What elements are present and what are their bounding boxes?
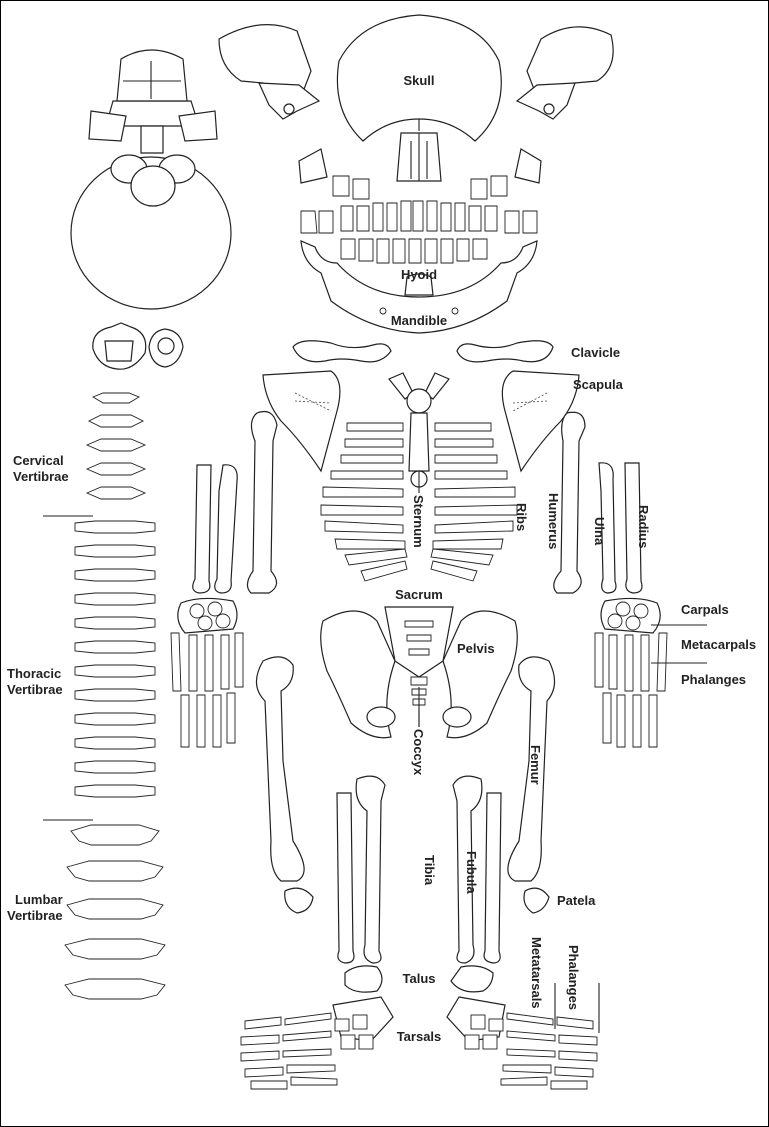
label-mandible: Mandible: [391, 313, 447, 328]
label-metacarpals: Metacarpals: [681, 637, 756, 652]
label-carpals: Carpals: [681, 602, 729, 617]
label-ribs: Ribs: [514, 503, 529, 531]
label-coccyx: Coccyx: [411, 729, 426, 776]
label-humerus: Humerus: [546, 493, 561, 549]
skull: [219, 15, 613, 183]
label-thoracic-2: Vertibrae: [7, 682, 63, 697]
label-scapula: Scapula: [573, 377, 624, 392]
label-fubula: Fubula: [464, 851, 479, 894]
femurs: [256, 657, 554, 881]
label-phalanges-foot: Phalanges: [566, 945, 581, 1010]
skull-base-view: [71, 50, 231, 309]
label-skull: Skull: [403, 73, 434, 88]
left-arm: [193, 412, 277, 594]
label-phalanges-hand: Phalanges: [681, 672, 746, 687]
atlas-axis: [93, 323, 183, 369]
patellae: [285, 888, 549, 913]
label-hyoid: Hyoid: [401, 267, 437, 282]
label-sacrum: Sacrum: [395, 587, 443, 602]
label-radius: Radius: [636, 505, 651, 548]
label-tarsals: Tarsals: [397, 1029, 442, 1044]
left-hand: [171, 598, 243, 747]
label-sternum: Sternum: [411, 495, 426, 548]
label-patela: Patela: [557, 893, 596, 908]
clavicles: [293, 341, 553, 362]
right-hand: [595, 598, 667, 747]
right-foot: [447, 997, 597, 1089]
thoracic-vertebrae: [75, 521, 155, 797]
right-arm: [554, 412, 642, 593]
cervical-vertebrae: [87, 393, 145, 499]
lumbar-vertebrae: [65, 825, 165, 999]
label-tibia: Tibia: [422, 855, 437, 886]
label-metatarsals: Metatarsals: [529, 937, 544, 1009]
label-clavicle: Clavicle: [571, 345, 620, 360]
label-cervical-1: Cervical: [13, 453, 64, 468]
label-ulna: Ulna: [592, 517, 607, 546]
label-femur: Femur: [528, 745, 543, 785]
label-talus: Talus: [403, 971, 436, 986]
label-thoracic-1: Thoracic: [7, 666, 61, 681]
left-foot: [241, 997, 393, 1089]
label-lumbar-2: Vertibrae: [7, 908, 63, 923]
label-cervical-2: Vertibrae: [13, 469, 69, 484]
teeth: [301, 176, 537, 263]
label-lumbar-1: Lumbar: [15, 892, 63, 907]
label-pelvis: Pelvis: [457, 641, 495, 656]
